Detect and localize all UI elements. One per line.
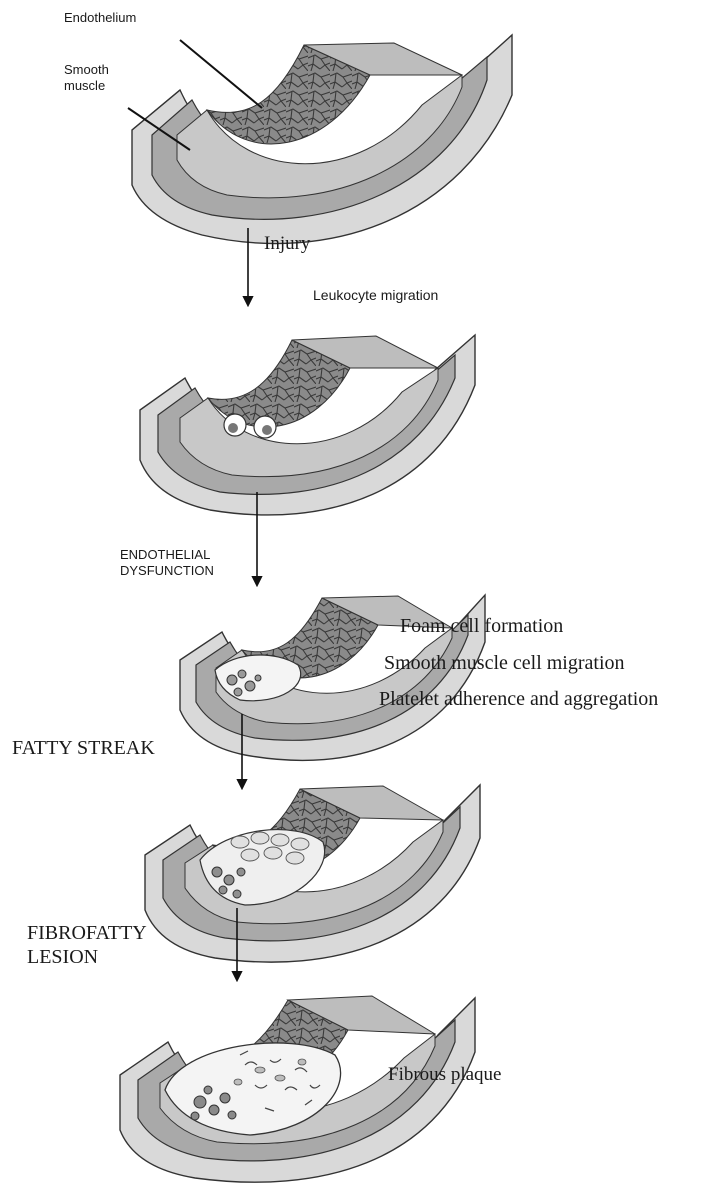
platelet-adherence-label: Platelet adherence and aggregation: [379, 687, 658, 711]
smooth-muscle-label-line1: Smooth: [64, 62, 109, 78]
injury-label: Injury: [264, 233, 310, 255]
artery-stage-leukocyte: [140, 335, 475, 515]
endothelial-dysfunction-label: ENDOTHELIAL DYSFUNCTION: [120, 547, 214, 579]
artery-stage-fibrous-plaque: [120, 996, 475, 1182]
fibrofatty-lesion-label-line2: LESION: [27, 945, 147, 969]
endothelium-label: Endothelium: [64, 10, 136, 26]
leukocyte-migration-label: Leukocyte migration: [313, 287, 438, 304]
artery-stage-fatty-streak: [145, 785, 480, 962]
smooth-muscle-label-line2: muscle: [64, 78, 109, 94]
endothelial-dysfunction-label-line2: DYSFUNCTION: [120, 563, 214, 579]
artery-segment: [132, 35, 512, 244]
foam-cell-formation-label: Foam cell formation: [400, 614, 563, 638]
fibrofatty-lesion-label: FIBROFATTY LESION: [27, 921, 147, 969]
endothelium-pointer-line: [180, 40, 262, 108]
endothelial-dysfunction-label-line1: ENDOTHELIAL: [120, 547, 214, 563]
fibrofatty-lesion-label-line1: FIBROFATTY: [27, 921, 147, 945]
smooth-muscle-label: Smooth muscle: [64, 62, 109, 94]
fibrous-plaque-label: Fibrous plaque: [388, 1064, 501, 1086]
fatty-streak-label: FATTY STREAK: [12, 736, 155, 760]
artery-stage-normal: [132, 35, 512, 244]
smooth-muscle-cell-migration-label: Smooth muscle cell migration: [384, 651, 625, 675]
